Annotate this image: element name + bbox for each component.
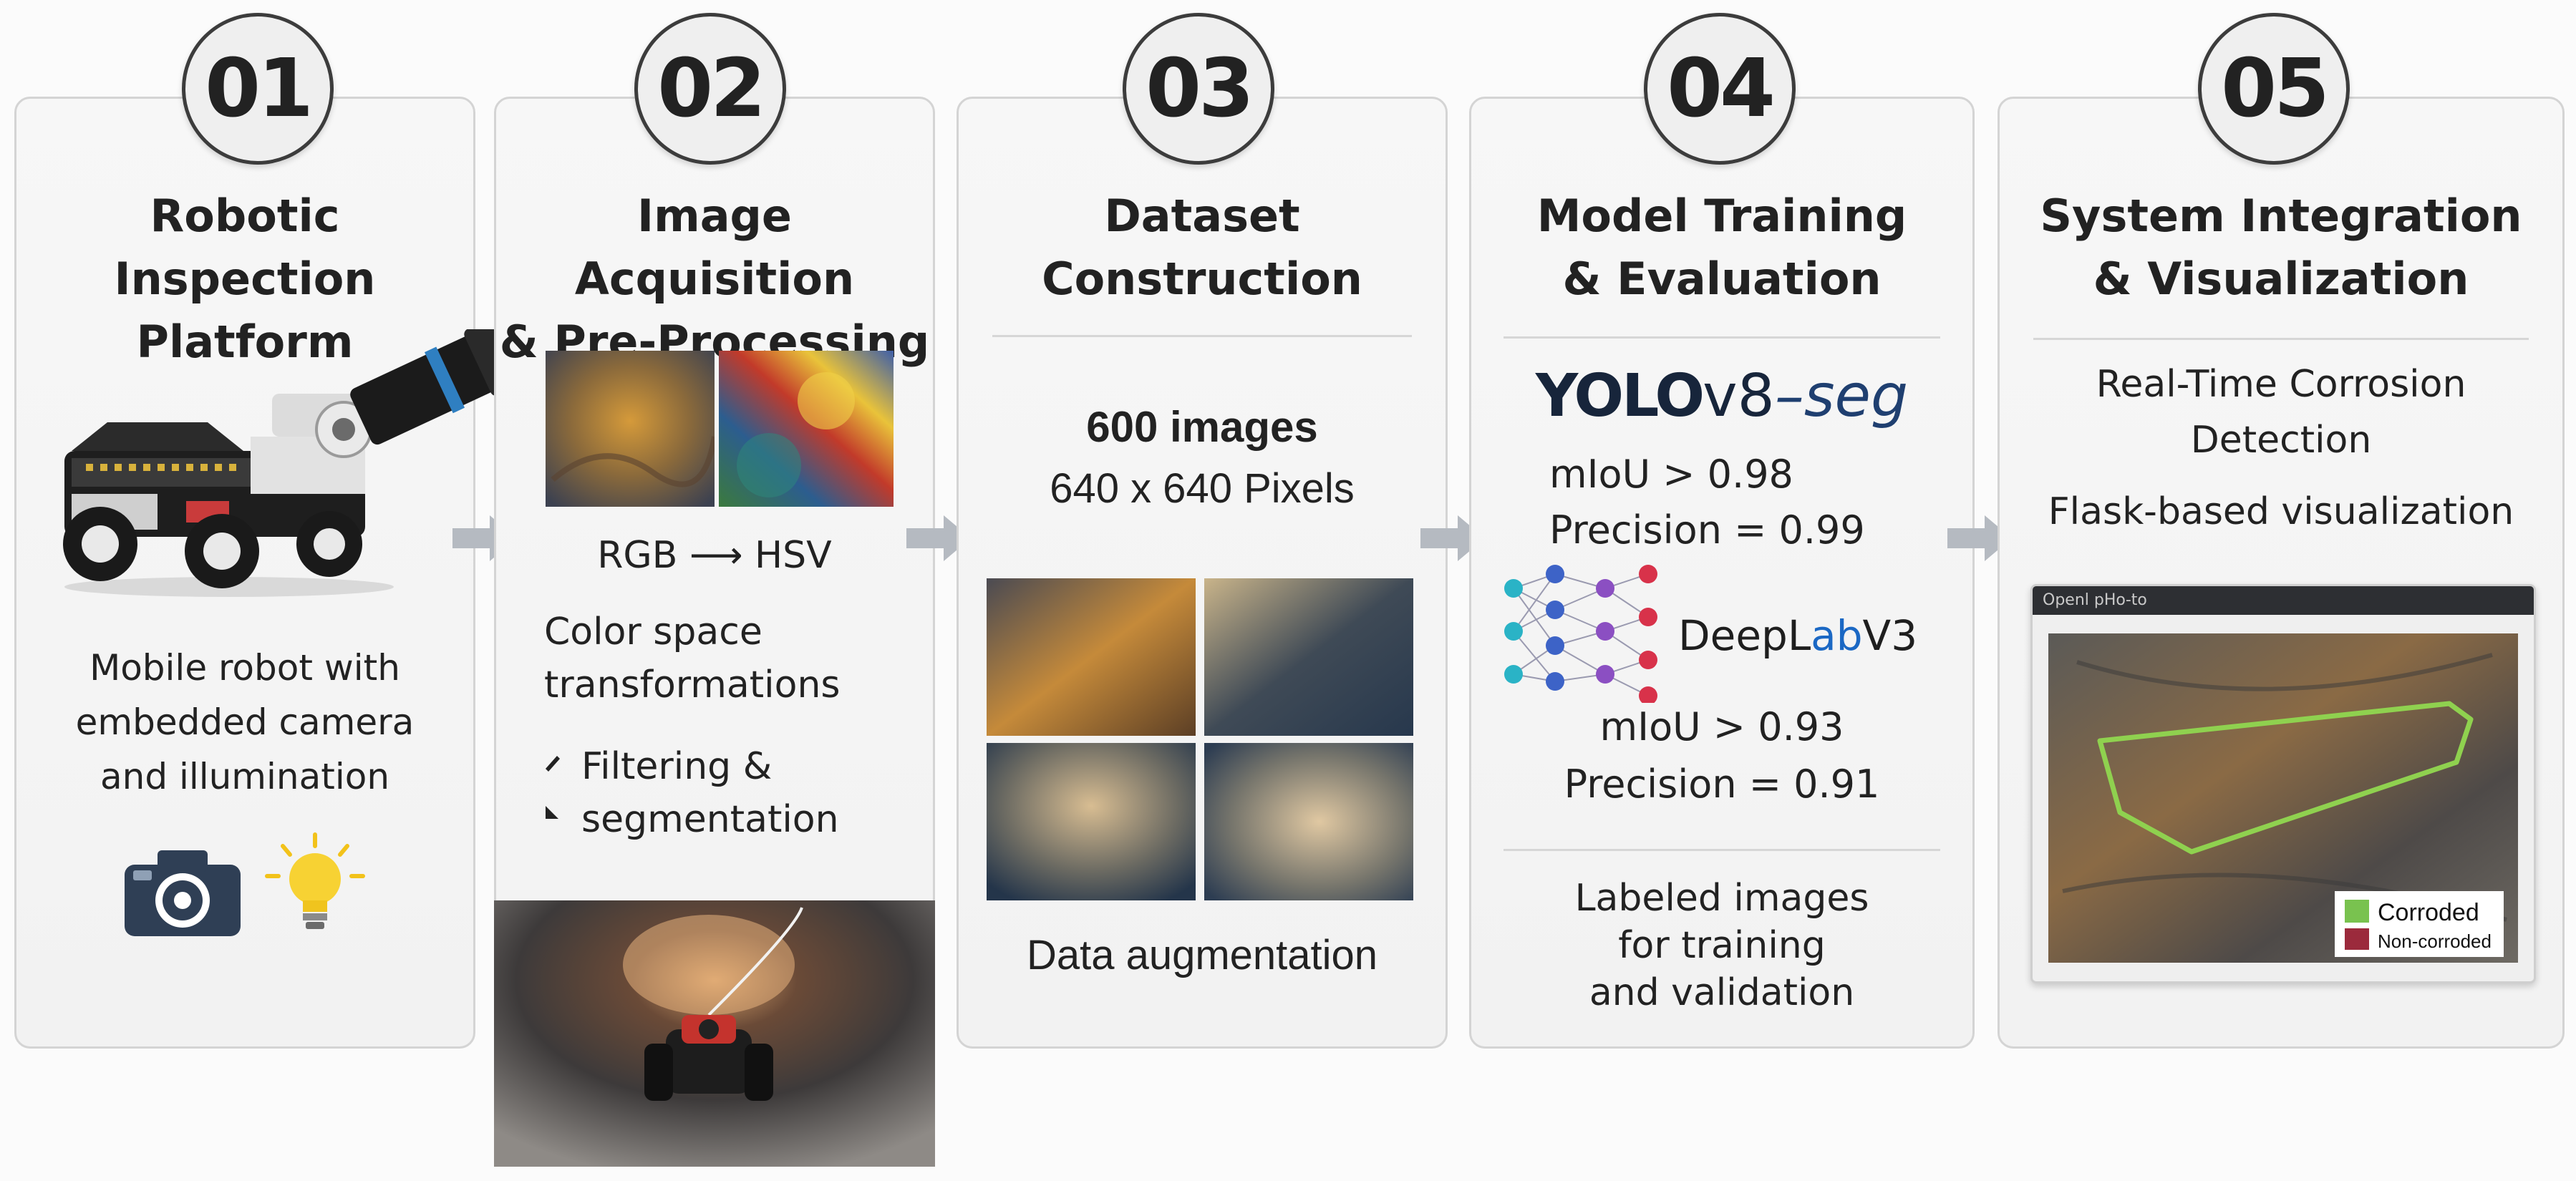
visualization-window: Ореnl рНо-to Corroded Non-corroded	[2030, 584, 2536, 983]
step-title-01: Robotic Inspection Platform	[14, 185, 475, 374]
yolo-miou: mIoU > 0.98	[1549, 452, 1793, 497]
lightbulb-icon	[265, 832, 365, 929]
dataset-sample-3	[987, 743, 1196, 900]
deeplab-logo-part-c: V3	[1862, 611, 1918, 660]
step-description-01-line2: embedded camera	[75, 701, 415, 743]
dataset-sample-4	[1204, 743, 1413, 900]
rgb-texture-image	[546, 351, 715, 507]
step-number-badge-02: 02	[634, 13, 786, 165]
filtering-line1: Filtering &	[581, 745, 773, 788]
dataset-sample-2	[1204, 578, 1413, 736]
step-title-04-line1: Model Training	[1536, 190, 1907, 242]
labeled-images-line1: Labeled images	[1574, 877, 1869, 920]
flow-arrow-3	[1420, 515, 1485, 561]
deeplab-miou: mIoU > 0.93	[1599, 704, 1844, 749]
step-description-01-line3: and illumination	[100, 756, 390, 797]
deeplab-precision: Precision = 0.91	[1564, 762, 1880, 807]
window-title-text: Ореnl рНо-to	[2043, 591, 2147, 609]
corrosion-outline	[2097, 701, 2474, 855]
step-description-01-line1: Mobile robot with	[89, 647, 400, 689]
step-04-divider-bottom	[1504, 849, 1940, 851]
step-title-04-line2: & Evaluation	[1562, 253, 1882, 305]
robot-photo	[63, 329, 527, 597]
color-conversion-label: RGB ⟶ HSV	[494, 533, 935, 578]
conversion-from-label: RGB	[597, 534, 678, 577]
color-space-line2: transformations	[544, 664, 841, 706]
visualization-window-titlebar: Ореnl рНо-to	[2033, 586, 2534, 615]
step-title-02: Image Acquisition & Pre-Processing	[494, 185, 935, 374]
step-number-badge-05: 05	[2198, 13, 2350, 165]
yolo-logo-part-c: –seg	[1774, 362, 1909, 430]
yolo-logo-part-b: v8	[1703, 362, 1775, 430]
deeplab-model-logo: DeepLabV3	[1678, 610, 1917, 661]
flow-arrow-4	[1947, 515, 2012, 561]
dataset-sample-1	[987, 578, 1196, 736]
filtering-description: Filtering & segmentation	[581, 740, 839, 846]
step-03-divider	[992, 335, 1412, 337]
yolo-precision: Precision = 0.99	[1549, 507, 1865, 553]
realtime-detection-line1: Real-Time Corrosion	[2096, 363, 2466, 406]
realtime-detection-label: Real-Time Corrosion Detection	[1998, 356, 2565, 468]
deeplab-metrics: mIoU > 0.93 Precision = 0.91	[1469, 699, 1975, 813]
color-space-description: Color space transformations	[544, 606, 841, 711]
step-title-04: Model Training & Evaluation	[1469, 185, 1975, 311]
step-title-05: System Integration & Visualization	[1998, 185, 2565, 311]
step-title-03: Dataset Construction	[957, 185, 1448, 311]
labeled-images-line3: and validation	[1589, 971, 1855, 1014]
step-title-01-line1: Robotic	[150, 190, 340, 242]
legend-label-non-corroded: Non-corroded	[2378, 930, 2492, 952]
step-description-01: Mobile robot with embedded camera and il…	[14, 641, 475, 804]
legend-swatch-corroded	[2345, 900, 2369, 923]
dataset-resolution: 640 x 640 Pixels	[1050, 465, 1355, 512]
step-title-03-line1: Dataset	[1104, 190, 1300, 242]
filtering-line2: segmentation	[581, 798, 839, 841]
brush-icon	[546, 756, 560, 819]
step-title-03-line2: Construction	[1042, 253, 1362, 305]
step-title-05-line2: & Visualization	[2093, 253, 2469, 305]
labeled-images-note: Labeled images for training and validati…	[1469, 875, 1975, 1016]
step-card-02	[494, 97, 935, 1049]
deeplab-logo-part-b: ab	[1811, 611, 1863, 660]
flask-visualization-label: Flask-based visualization	[2048, 490, 2514, 533]
legend-label-corroded: Corroded	[2378, 899, 2479, 926]
labeled-images-line2: for training	[1618, 924, 1826, 967]
neural-network-icon	[1504, 565, 1657, 703]
right-arrow-icon: ⟶	[689, 534, 755, 577]
corrosion-segmentation-view	[2048, 633, 2518, 963]
flow-arrow-2	[906, 515, 971, 561]
hsv-texture-image	[719, 351, 894, 507]
data-augmentation-label: Data augmentation	[1026, 932, 1378, 978]
yolo-metrics: mIoU > 0.98 Precision = 0.99	[1549, 447, 1865, 558]
deeplab-logo-part-a: DeepL	[1678, 611, 1811, 660]
step-title-02-line1: Image Acquisition	[574, 190, 855, 305]
conversion-to-label: HSV	[755, 534, 832, 577]
step-number-badge-04: 04	[1644, 13, 1796, 165]
segmentation-legend	[2335, 891, 2504, 957]
step-title-05-line1: System Integration	[2040, 190, 2522, 242]
realtime-detection-line2: Detection	[2190, 419, 2372, 462]
step-04-divider-top	[1504, 336, 1940, 339]
step-number-badge-01: 01	[182, 13, 334, 165]
pipe-robot-photo	[494, 900, 935, 1167]
dataset-sample-grid	[987, 578, 1413, 900]
step-title-01-line2: Inspection Platform	[114, 253, 376, 368]
step-number-badge-03: 03	[1123, 13, 1274, 165]
step-05-divider	[2033, 338, 2529, 340]
yolo-model-logo: YOLOv8–seg	[1469, 362, 1975, 431]
camera-icon	[125, 850, 241, 936]
legend-swatch-non-corroded	[2345, 928, 2369, 950]
yolo-logo-part-a: YOLO	[1535, 362, 1705, 430]
dataset-count: 600 images	[1086, 403, 1318, 451]
color-space-line1: Color space	[544, 611, 762, 653]
